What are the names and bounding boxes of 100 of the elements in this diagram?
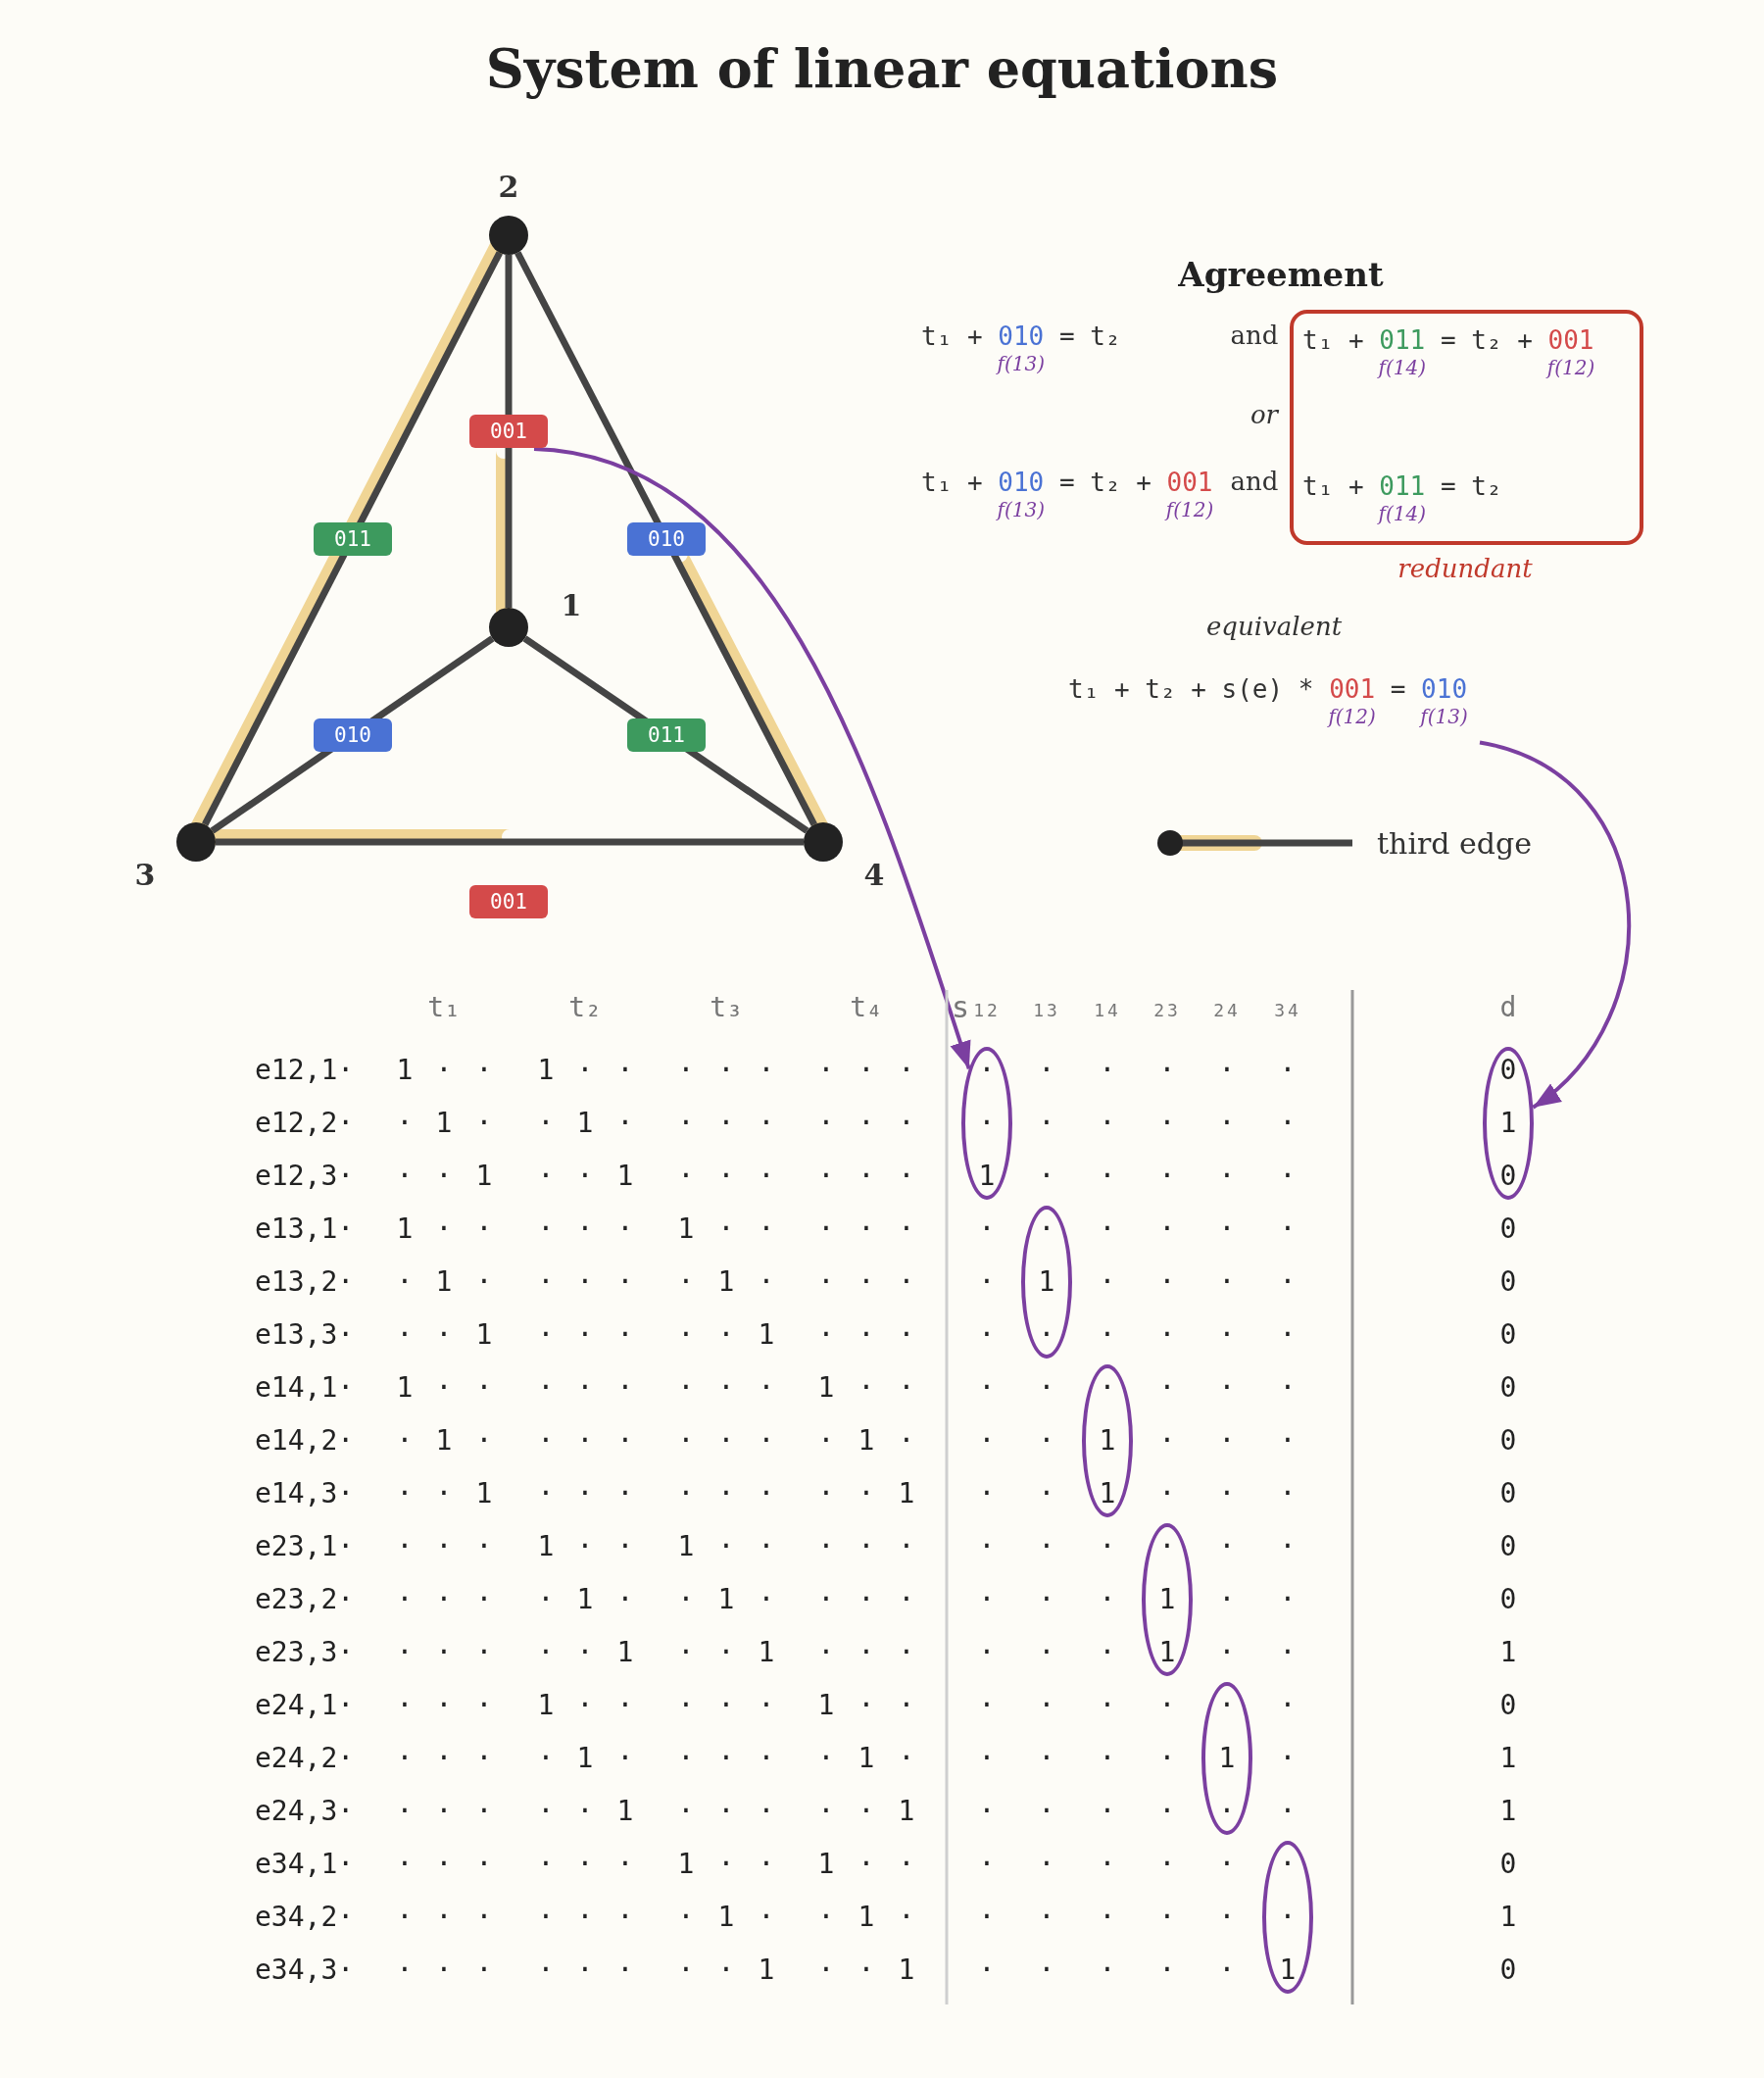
matrix-entry: · [616, 1424, 634, 1458]
matrix-entry: · [758, 1265, 775, 1299]
matrix-entry: 1 [1499, 1742, 1517, 1775]
row-label: e23,1· [255, 1529, 355, 1564]
matrix-entry: · [1279, 1477, 1297, 1510]
matrix-entry: · [1099, 1212, 1116, 1246]
matrix-entry: · [817, 1530, 835, 1563]
matrix-entry: · [717, 1424, 735, 1458]
row-label: e13,3· [255, 1317, 355, 1353]
matrix-entry: 0 [1499, 1318, 1517, 1352]
matrix-entry: · [475, 1265, 493, 1299]
matrix-entry: · [817, 1742, 835, 1775]
matrix-entry: · [1279, 1530, 1297, 1563]
matrix-entry: · [1038, 1689, 1055, 1722]
matrix-entry: · [1218, 1424, 1236, 1458]
matrix-entry: · [396, 1795, 414, 1828]
matrix-entry: · [1158, 1054, 1176, 1087]
matrix-entry: · [817, 1212, 835, 1246]
matrix-entry: · [858, 1054, 875, 1087]
matrix-entry: · [1158, 1265, 1176, 1299]
matrix-entry: · [1158, 1477, 1176, 1510]
diagram-title: System of linear equations [484, 37, 1280, 100]
edge-label: 011 [314, 522, 392, 556]
matrix-entry: · [717, 1107, 735, 1140]
matrix-entry: · [396, 1848, 414, 1881]
highlight-ellipse [961, 1047, 1012, 1200]
matrix-entry: · [717, 1160, 735, 1193]
matrix-entry: · [1279, 1583, 1297, 1616]
function-annotation: f(12) [1546, 356, 1595, 379]
matrix-entry: · [576, 1848, 594, 1881]
vertex-dot [489, 216, 528, 255]
matrix-entry: 1 [537, 1689, 555, 1722]
connective-word: and [1230, 321, 1279, 352]
matrix-entry: · [1038, 1107, 1055, 1140]
matrix-entry: · [898, 1530, 915, 1563]
matrix-entry: 1 [396, 1212, 414, 1246]
matrix-entry: 0 [1499, 1265, 1517, 1299]
matrix-entry: · [978, 1583, 996, 1616]
matrix-entry: · [435, 1901, 453, 1934]
matrix-entry: · [898, 1265, 915, 1299]
highlight-frame [1290, 310, 1643, 545]
connective-word: or [1250, 400, 1279, 431]
equation: t₁ + 010 = t₂ [921, 321, 1121, 352]
vertex-number: 1 [561, 587, 582, 622]
column-header: 13 [1033, 1000, 1060, 1021]
matrix-entry: · [717, 1689, 735, 1722]
matrix-entry: · [616, 1371, 634, 1405]
matrix-entry: · [817, 1477, 835, 1510]
matrix-entry: 1 [396, 1054, 414, 1087]
matrix-entry: 1 [576, 1583, 594, 1616]
connective-word: and [1230, 467, 1279, 498]
row-label: e12,2· [255, 1106, 355, 1141]
matrix-entry: · [717, 1636, 735, 1669]
matrix-entry: 1 [435, 1107, 453, 1140]
matrix-entry: · [898, 1424, 915, 1458]
matrix-entry: 1 [1099, 1477, 1116, 1510]
matrix-entry: · [1158, 1530, 1176, 1563]
matrix-entry: · [475, 1424, 493, 1458]
matrix-entry: 1 [898, 1795, 915, 1828]
matrix-entry: · [978, 1107, 996, 1140]
matrix-entry: 1 [817, 1371, 835, 1405]
matrix-entry: · [1279, 1054, 1297, 1087]
matrix-entry: · [717, 1530, 735, 1563]
matrix-entry: · [1218, 1107, 1236, 1140]
matrix-entry: 1 [1499, 1901, 1517, 1934]
matrix-entry: · [475, 1212, 493, 1246]
matrix-entry: · [677, 1583, 695, 1616]
section-heading: Agreement [1178, 254, 1384, 295]
matrix-entry: · [537, 1954, 555, 1987]
function-annotation: f(13) [997, 498, 1045, 521]
matrix-entry: · [898, 1689, 915, 1722]
row-label: e34,1· [255, 1847, 355, 1882]
matrix-entry: 1 [1499, 1795, 1517, 1828]
matrix-entry: · [1218, 1901, 1236, 1934]
matrix-entry: · [858, 1848, 875, 1881]
matrix-entry: · [1038, 1848, 1055, 1881]
matrix-entry: · [475, 1583, 493, 1616]
matrix-entry: · [1099, 1265, 1116, 1299]
highlight-ellipse [1483, 1047, 1534, 1200]
matrix-entry: 1 [435, 1424, 453, 1458]
matrix-entry: · [435, 1742, 453, 1775]
row-label: e14,3· [255, 1476, 355, 1511]
matrix-entry: 1 [717, 1901, 735, 1934]
matrix-entry: · [1158, 1689, 1176, 1722]
matrix-entry: · [817, 1265, 835, 1299]
equation: t₁ + 011 = t₂ + 001 [1302, 324, 1594, 356]
matrix-entry: · [1038, 1371, 1055, 1405]
matrix-entry: · [616, 1477, 634, 1510]
column-header: 14 [1094, 1000, 1121, 1021]
matrix-entry: · [1279, 1795, 1297, 1828]
matrix-entry: · [435, 1689, 453, 1722]
matrix-entry: · [475, 1107, 493, 1140]
matrix-entry: 1 [978, 1160, 996, 1193]
matrix-entry: · [1279, 1901, 1297, 1934]
matrix-entry: · [758, 1689, 775, 1722]
matrix-entry: · [435, 1054, 453, 1087]
matrix-entry: · [1218, 1848, 1236, 1881]
matrix-entry: · [1279, 1636, 1297, 1669]
matrix-entry: 1 [475, 1318, 493, 1352]
matrix-entry: · [677, 1477, 695, 1510]
